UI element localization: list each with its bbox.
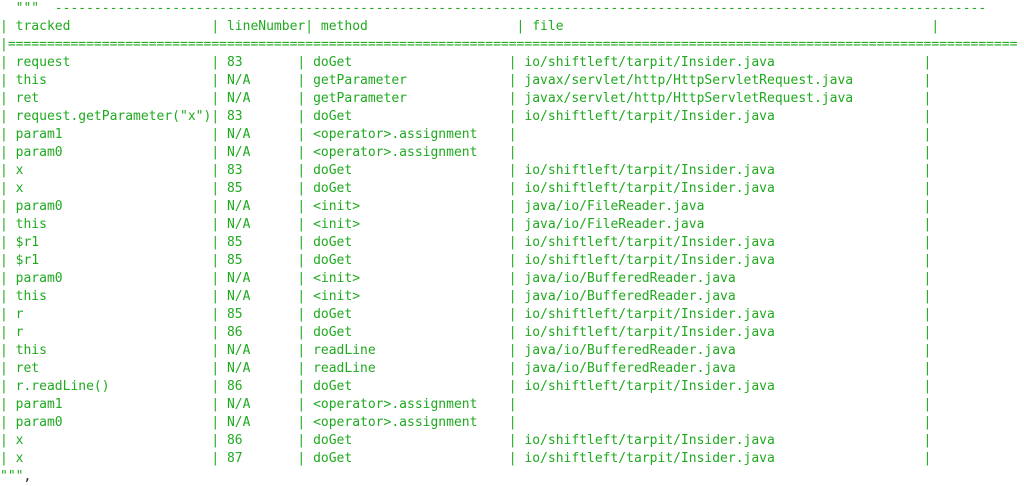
table-body: | request | 83 | doGet | io/shiftleft/ta… — [0, 54, 1024, 468]
table-row: | r | 85 | doGet | io/shiftleft/tarpit/I… — [0, 307, 932, 322]
table-row: | param1 | N/A | <operator>.assignment |… — [0, 127, 932, 142]
table-row: | ret | N/A | readLine | java/io/Buffere… — [0, 361, 932, 376]
table-row: | param1 | N/A | <operator>.assignment |… — [0, 397, 932, 412]
table-row: | x | 83 | doGet | io/shiftleft/tarpit/I… — [0, 163, 932, 178]
table-row: | r | 86 | doGet | io/shiftleft/tarpit/I… — [0, 325, 932, 340]
table-row: | this | N/A | getParameter | javax/serv… — [0, 73, 932, 88]
table-row: | this | N/A | <init> | java/io/Buffered… — [0, 289, 932, 304]
table-row: | x | 86 | doGet | io/shiftleft/tarpit/I… — [0, 433, 932, 448]
table-row: | request.getParameter("x")| 83 | doGet … — [0, 109, 932, 124]
table-header-row: | tracked | lineNumber| method | file | — [0, 19, 940, 34]
table-header-separator: |=======================================… — [0, 37, 1018, 52]
table-row: | $r1 | 85 | doGet | io/shiftleft/tarpit… — [0, 253, 932, 268]
closing-triple-quote: """ — [0, 469, 24, 484]
table-row: | ret | N/A | getParameter | javax/servl… — [0, 91, 932, 106]
table-row: | param0 | N/A | <operator>.assignment |… — [0, 145, 932, 160]
table-row: | x | 87 | doGet | io/shiftleft/tarpit/I… — [0, 451, 932, 466]
table-row: | param0 | N/A | <init> | java/io/Buffer… — [0, 271, 932, 286]
table-row: | $r1 | 85 | doGet | io/shiftleft/tarpit… — [0, 235, 932, 250]
trailing-comma: , — [23, 469, 32, 484]
table-row: | this | N/A | readLine | java/io/Buffer… — [0, 343, 932, 358]
table-row: | param0 | N/A | <operator>.assignment |… — [0, 415, 932, 430]
table-row: | r.readLine() | 86 | doGet | io/shiftle… — [0, 379, 932, 394]
table-row: | request | 83 | doGet | io/shiftleft/ta… — [0, 55, 932, 70]
table-top-rule: ----------------------------------------… — [54, 1, 987, 16]
table-row: | param0 | N/A | <init> | java/io/FileRe… — [0, 199, 932, 214]
closing-delimiter-line: """, — [0, 468, 1024, 486]
table-row: | x | 85 | doGet | io/shiftleft/tarpit/I… — [0, 181, 932, 196]
opening-triple-quote: """ — [0, 1, 55, 16]
table-row: | this | N/A | <init> | java/io/FileRead… — [0, 217, 932, 232]
opening-delimiter-line: """ ------------------------------------… — [0, 0, 1024, 18]
